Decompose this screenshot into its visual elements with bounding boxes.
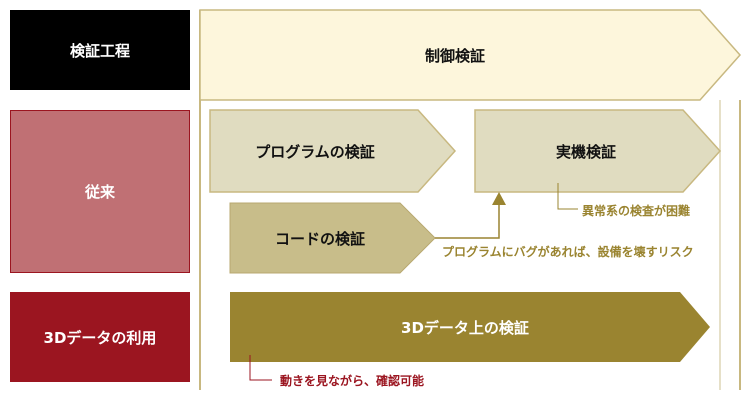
row-label-3d: 3Dデータの利用 [10, 292, 190, 382]
row-label-conventional: 従来 [10, 110, 190, 273]
code-arrow [229, 202, 436, 274]
note-abnormal: 異常系の検査が困難 [582, 204, 691, 218]
machine-arrow [474, 109, 722, 193]
control-label: 制御検証 [424, 46, 485, 65]
row-label-process: 検証工程 [10, 10, 190, 90]
visual-leader [249, 355, 272, 381]
note-risk: プログラムにバグがあれば、設備を壊すリスク [442, 245, 694, 259]
program-label: プログラムの検証 [255, 142, 375, 161]
machine-label: 実機検証 [555, 142, 616, 161]
code-label: コードの検証 [274, 229, 365, 248]
note-visual: 動きを見ながら、確認可能 [280, 374, 425, 388]
control-arrow [199, 9, 742, 101]
abnormal-leader [557, 183, 578, 210]
connector-arrowhead-icon [492, 192, 506, 205]
data3d-label: 3Dデータ上の検証 [401, 318, 529, 337]
data3d-arrow [230, 292, 710, 362]
connector-line [435, 200, 500, 239]
program-arrow [209, 109, 457, 193]
